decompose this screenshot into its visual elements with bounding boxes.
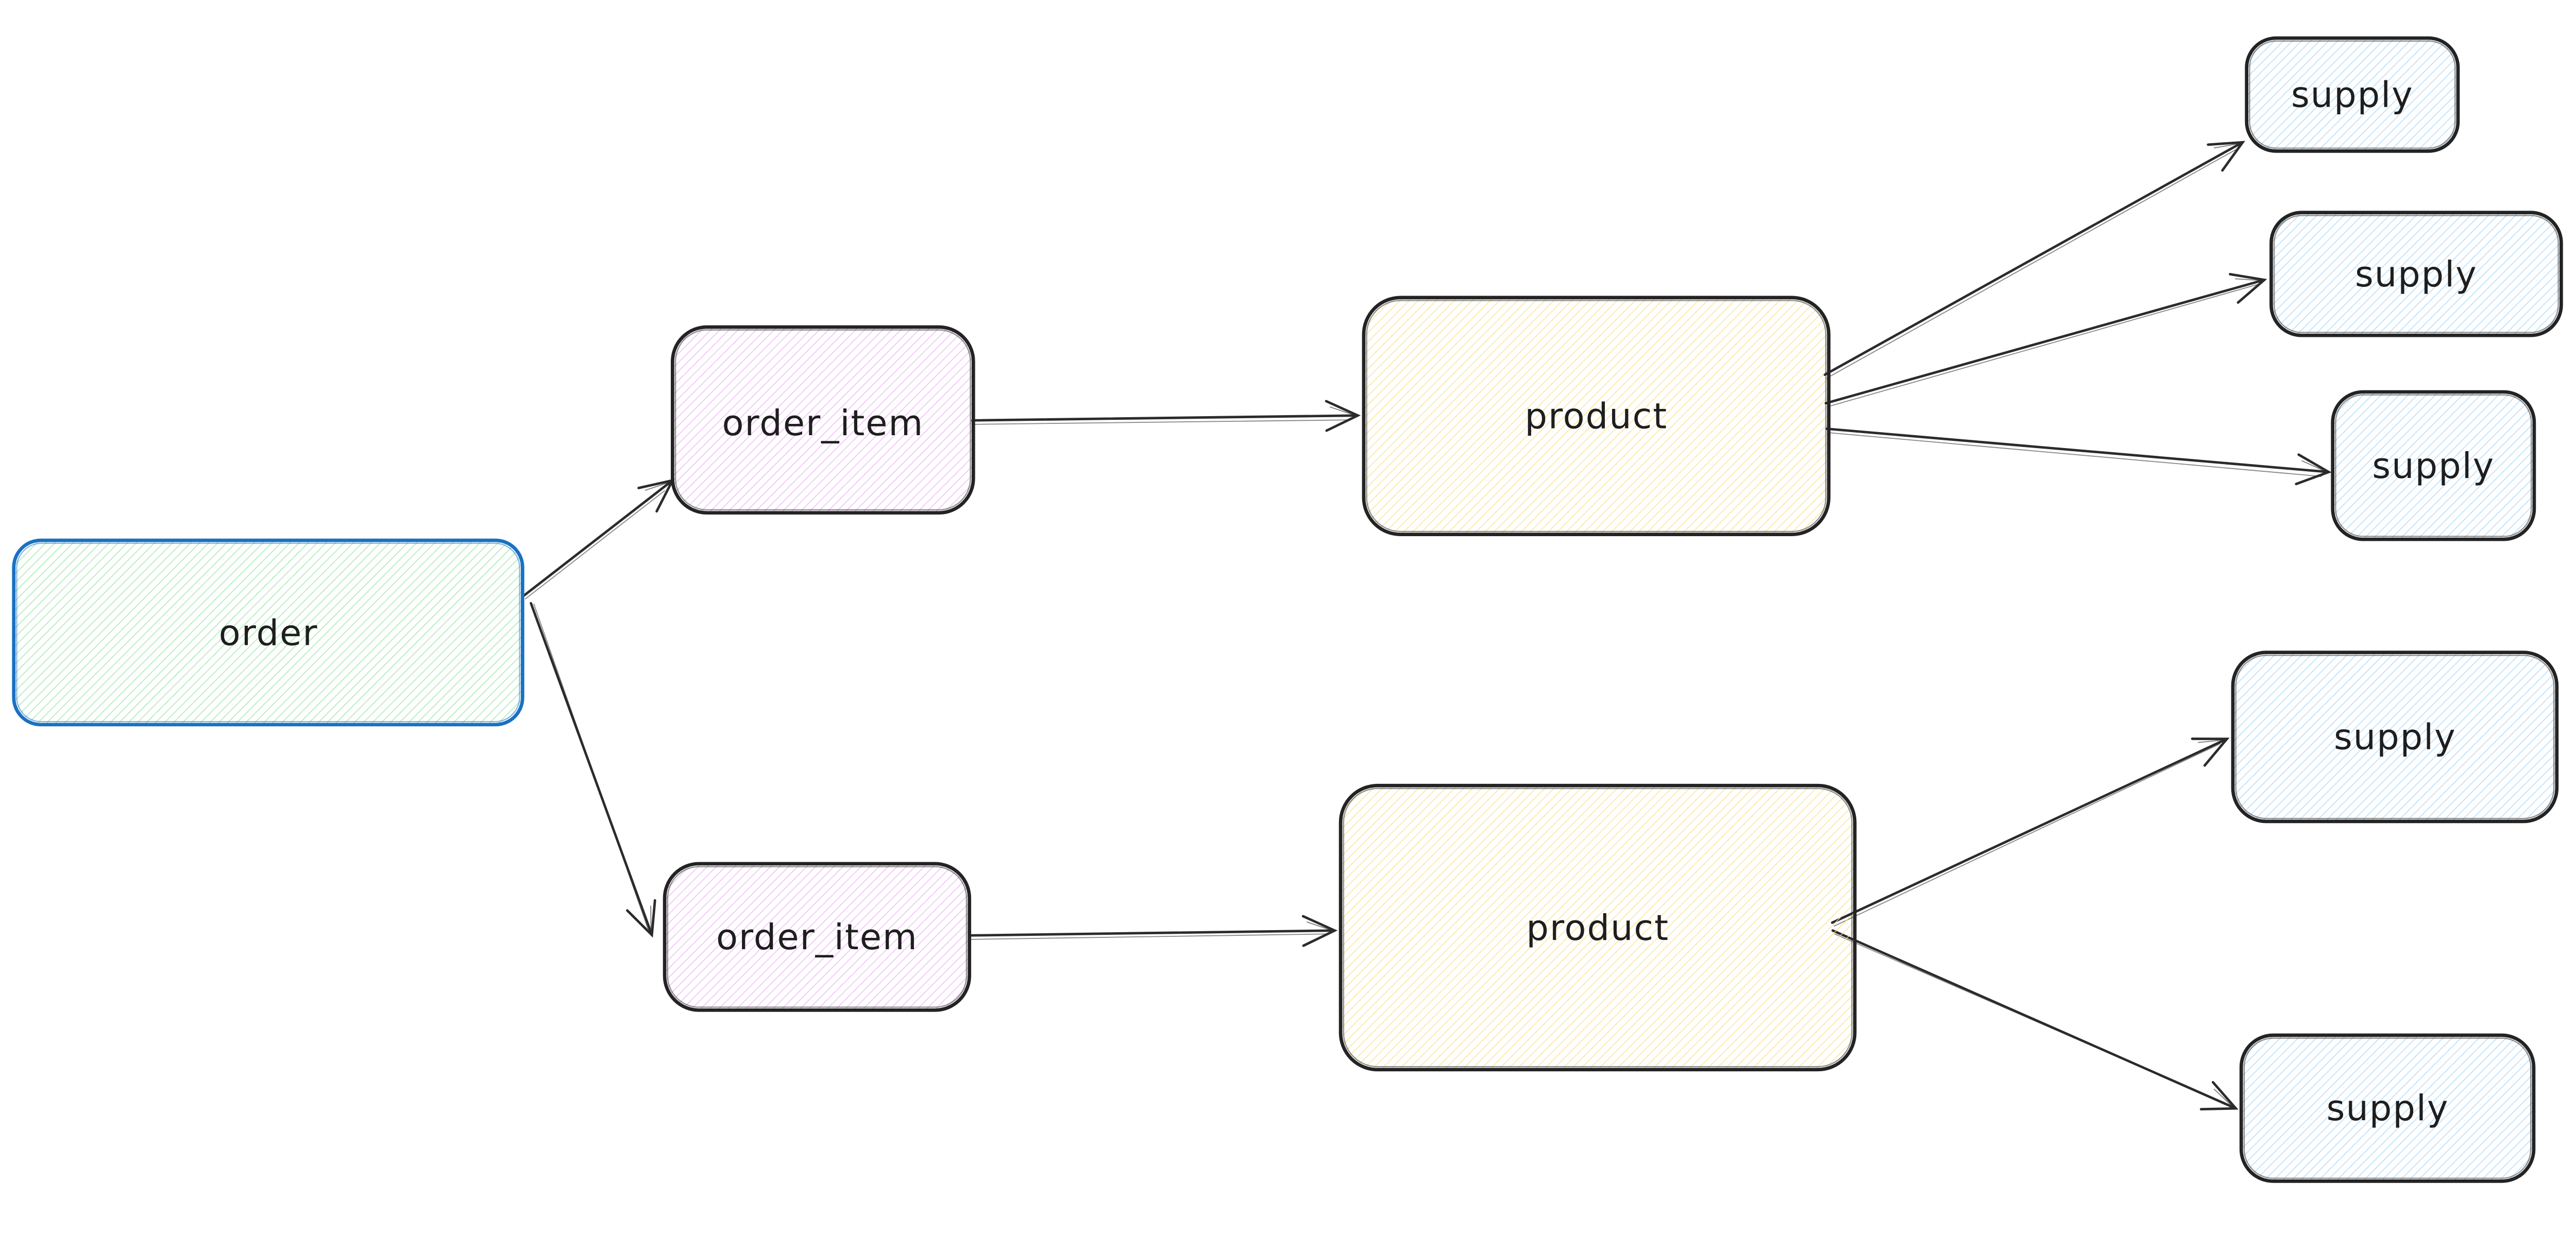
edge-product-2-to-supply-4[interactable] (1831, 738, 2230, 927)
node-order[interactable]: order (12, 538, 524, 727)
node-supply-3[interactable]: supply (2331, 390, 2536, 541)
node-supply-5[interactable]: supply (2239, 1033, 2536, 1183)
node-order-item-2[interactable]: order_item (663, 862, 972, 1012)
edge-product-1-to-supply-3[interactable] (1825, 427, 2332, 486)
node-supply-1[interactable]: supply (2245, 36, 2460, 153)
node-order-item-1[interactable]: order_item (671, 325, 975, 515)
node-product-1[interactable]: product (1362, 296, 1831, 536)
edge-product-1-to-supply-1[interactable] (1823, 141, 2245, 379)
edge-order-to-order-item-2[interactable] (530, 602, 656, 938)
edge-order-item-1-to-product-1[interactable] (971, 400, 1361, 432)
node-product-2[interactable]: product (1338, 783, 1857, 1072)
edge-product-1-to-supply-2[interactable] (1824, 272, 2267, 407)
edge-product-2-to-supply-5[interactable] (1831, 929, 2239, 1111)
node-supply-4[interactable]: supply (2231, 650, 2559, 824)
node-supply-2[interactable]: supply (2269, 211, 2563, 337)
edge-order-item-2-to-product-2[interactable] (968, 915, 1338, 947)
edge-order-to-order-item-1[interactable] (522, 478, 675, 600)
